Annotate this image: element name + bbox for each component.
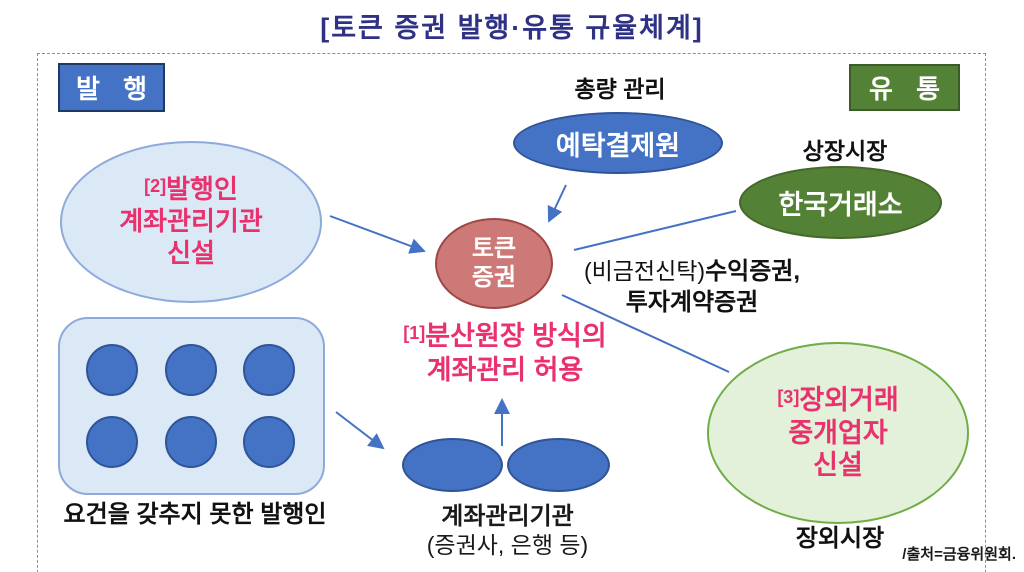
ledger-line2: 계좌관리 허용 [426,354,584,385]
note-bold: 수익증권, [705,258,801,285]
deposit-settlement-label: 예탁결제원 [555,130,681,161]
total-quantity-caption: 총량 관리 [574,76,666,102]
account-institution-ellipse [507,438,610,492]
issuer-line1: 발행인 [166,174,238,205]
note-normal: (비금전신탁) [583,258,706,284]
otc-line3: 신설 [813,450,863,481]
issuer-institution-ellipse: [2]발행인 계좌관리기관 신설 [60,141,322,303]
token-securities-circle: 토큰 증권 [435,218,553,309]
account-institutions-label: 계좌관리기관 [441,503,574,530]
otc-number: [3] [777,386,800,407]
otc-line2: 중개업자 [788,417,888,448]
token-line1: 토큰 [471,235,517,263]
page-title: [토큰 증권 발행·유통 규율체계] [320,13,704,43]
otc-broker-ellipse: [3]장외거래 중개업자 신설 [707,342,969,524]
korea-exchange-ellipse: 한국거래소 [739,166,942,239]
account-institution-ellipse [402,438,503,492]
issuer-institution-text: [2]발행인 계좌관리기관 신설 [119,174,263,269]
token-line2: 증권 [471,263,517,291]
korea-exchange-label: 한국거래소 [778,190,903,220]
issuer-line2: 계좌관리기관 [119,206,263,237]
otc-market-caption: 장외시장 [795,525,885,552]
issuer-dot [165,416,217,468]
issuance-badge: 발 행 [58,63,165,112]
issuer-dot [243,416,295,468]
account-institutions-sub: (증권사, 은행 등) [426,532,589,558]
issuer-dot [165,344,217,396]
source-credit: /출처=금융위원회. [902,546,1016,563]
distribution-badge: 유 통 [849,64,960,111]
otc-line1: 장외거래 [799,384,899,415]
issuer-number: [2] [144,176,167,197]
ledger-number: [1] [403,323,426,343]
diagram-frame [37,53,986,572]
issuer-dot [243,344,295,396]
issuer-dot [86,344,138,396]
deposit-settlement-ellipse: 예탁결제원 [513,112,723,174]
issuer-dot [86,416,138,468]
listed-market-caption: 상장시장 [802,138,888,164]
unqualified-issuers-caption: 요건을 갖추지 못한 발행인 [63,501,327,528]
ledger-line1: 분산원장 방식의 [425,321,607,351]
otc-broker-text: [3]장외거래 중개업자 신설 [777,384,898,483]
distributed-ledger-note: [1]분산원장 방식의 계좌관리 허용 [350,320,660,388]
note-line2: 투자계약증권 [625,289,759,317]
securities-type-note: (비금전신탁)수익증권, 투자계약증권 [558,256,826,318]
issuer-line3: 신설 [167,237,215,268]
